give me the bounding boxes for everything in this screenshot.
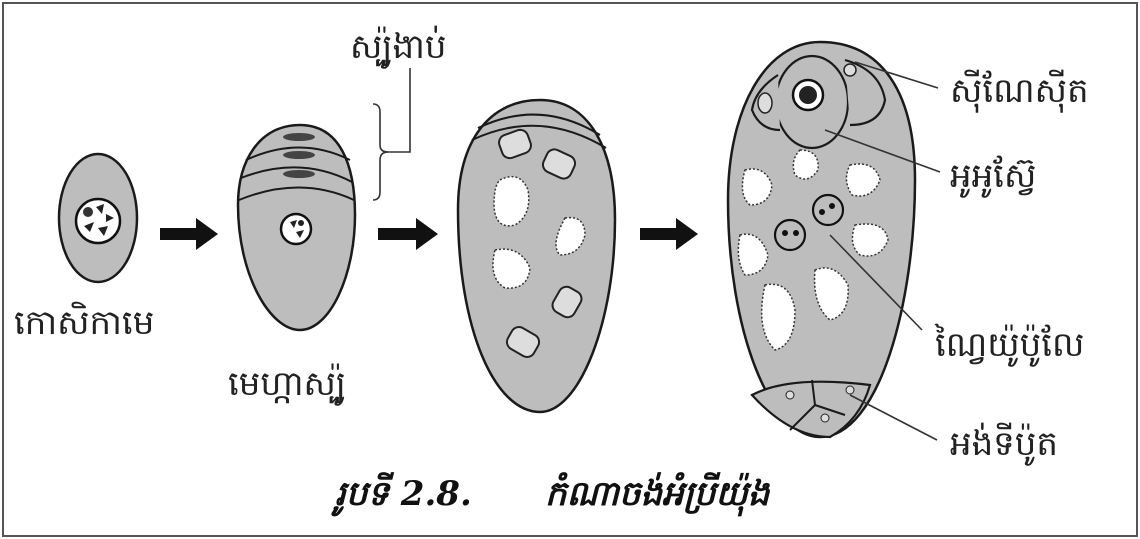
label-synergid: សុីណែសុីត <box>950 69 1089 113</box>
caption-title: កំណាចង់អំប្រីយ៉ុង <box>545 472 771 517</box>
label-oosphere: អូអូស្វ៊ែ <box>950 155 1036 198</box>
nucleus <box>74 197 122 245</box>
leader-line <box>829 234 923 331</box>
arrow-icon <box>640 218 698 250</box>
synergid-cell <box>844 58 887 127</box>
label-megaspore: មេហ្កាស្ប៉ូ <box>228 363 346 406</box>
leader-line <box>824 129 941 173</box>
polar-nucleus <box>811 193 845 227</box>
label-polar-nuclei: ណៃ្វយ៉ូប៉ូលែ <box>934 323 1084 367</box>
label-antipodal: អង់ទីប៉ូត <box>950 422 1058 466</box>
label-dead-spores: ស្ប៉ូងាប់ <box>350 25 446 69</box>
leader-line <box>849 394 938 441</box>
leader-line <box>854 61 939 89</box>
nucleus <box>279 212 313 246</box>
caption-prefix: រូបទី 2.8. <box>331 472 472 517</box>
developing-embryo-sac <box>456 98 617 414</box>
nucleus-pair <box>498 128 583 358</box>
polar-nucleus <box>773 218 807 252</box>
mature-embryo-sac <box>726 40 917 439</box>
label-mother-cell: កោសិកាមេ <box>14 301 154 343</box>
dead-spores-bracket <box>372 68 411 201</box>
megaspore-cell <box>236 123 357 332</box>
arrow-icon <box>160 218 218 250</box>
mother-cell <box>57 152 139 284</box>
arrow-icon <box>378 218 438 250</box>
